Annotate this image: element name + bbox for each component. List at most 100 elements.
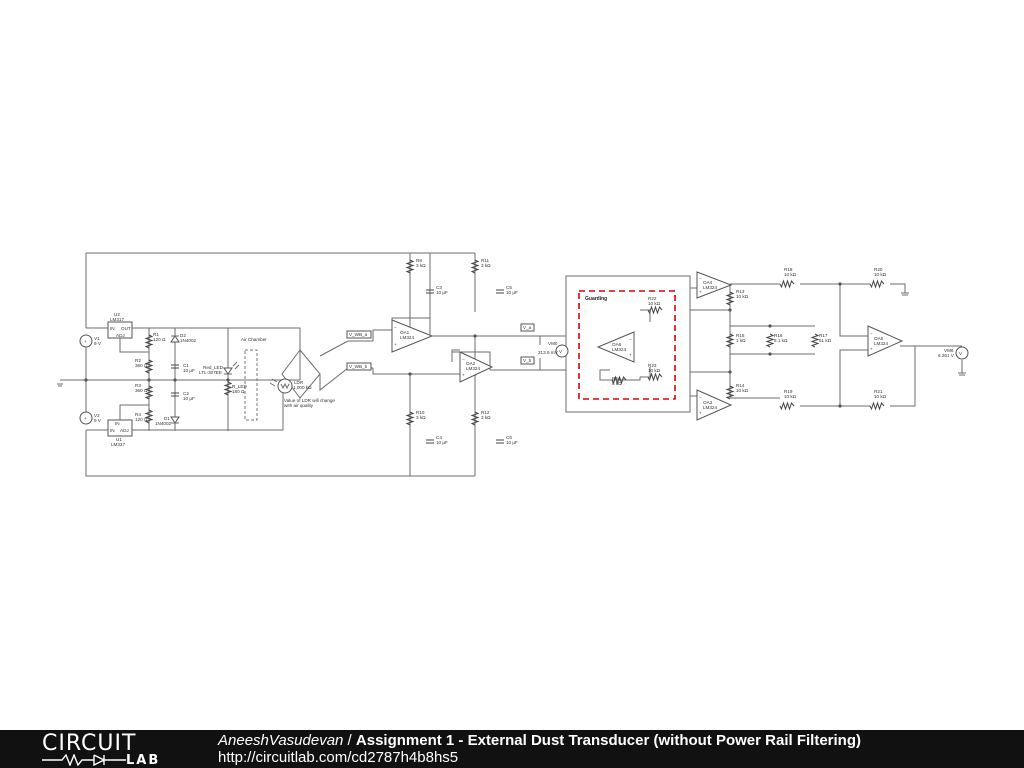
component-value: LM324 — [874, 341, 888, 346]
svg-text:Value of LDR will change: Value of LDR will change — [284, 398, 335, 403]
component-value: 10 kΩ — [648, 301, 661, 306]
component-value: 120 Ω — [135, 417, 148, 422]
component-label: R13 — [736, 289, 745, 294]
ldr[interactable]: LDR 1,000 kΩ Value of LDR will change wi… — [269, 378, 335, 408]
voltage-source-V2[interactable]: + V2 9 V — [79, 411, 102, 425]
diode-D1[interactable]: D1 1N4002 — [155, 416, 180, 426]
component-label: R23 — [648, 363, 657, 368]
svg-text:ADJ: ADJ — [116, 333, 125, 338]
svg-text:IN: IN — [110, 326, 115, 331]
svg-text:V_WB_b: V_WB_b — [349, 364, 368, 369]
component-value: 10 μF — [436, 440, 448, 445]
svg-text:LTL-307EE: LTL-307EE — [199, 370, 222, 375]
title-separator: / — [343, 732, 356, 749]
svg-text:1,000 kΩ: 1,000 kΩ — [293, 385, 312, 390]
voltmeter-VM6[interactable]: V VM6 6.261 V — [938, 346, 969, 360]
circuit-squiggle-icon — [42, 754, 126, 766]
component-value: 10 μF — [183, 368, 195, 373]
component-label: R24 — [612, 376, 621, 381]
resistor-R8[interactable]: R83 kΩ — [405, 258, 426, 274]
component-value: 10 kΩ — [784, 394, 797, 399]
logo-lab-text: LAB — [126, 753, 161, 768]
svg-text:+: + — [870, 347, 873, 352]
svg-text:−: − — [462, 357, 465, 362]
component-label: OA2 — [466, 361, 476, 366]
component-label: OA4 — [703, 280, 713, 285]
air-chamber: Air Chamber — [241, 337, 267, 421]
component-label: R18 — [784, 267, 793, 272]
project-title: Assignment 1 - External Dust Transducer … — [355, 732, 861, 749]
svg-text:6.261 V: 6.261 V — [938, 353, 955, 358]
regulator-U2[interactable]: U2 LM317 IN OUT ADJ — [107, 312, 133, 339]
project-url[interactable]: http://circuitlab.com/cd2787h4b8hs5 — [218, 749, 459, 766]
svg-text:V: V — [559, 349, 563, 354]
svg-text:VM0: VM0 — [548, 341, 558, 346]
voltage-source-V1[interactable]: + V1 9 V — [79, 334, 102, 348]
net-label-v-b: V_b — [520, 356, 535, 365]
component-value: LM324 — [703, 285, 717, 290]
component-label: C5 — [506, 285, 512, 290]
component-value: LM324 — [703, 405, 717, 410]
svg-text:U2: U2 — [114, 312, 120, 317]
component-value: 3 kΩ — [416, 263, 426, 268]
component-value: 3 kΩ — [481, 263, 491, 268]
led-red[interactable]: Red_LED LTL-307EE — [199, 361, 240, 375]
voltmeter-VM0[interactable]: V VM0 213.6 mV — [538, 341, 569, 358]
svg-text:VM6: VM6 — [944, 348, 954, 353]
svg-text:−: − — [699, 276, 702, 281]
component-label: R3 — [135, 383, 141, 388]
component-value: 10 μF — [506, 440, 518, 445]
circuitlab-logo[interactable]: CIRCUIT LAB — [42, 732, 182, 768]
component-value: 10 kΩ — [784, 272, 797, 277]
component-value: 10 kΩ — [736, 388, 749, 393]
component-label: C3 — [436, 285, 442, 290]
regulator-U1[interactable]: IN IN ADJ U1 LM337 — [107, 419, 133, 447]
svg-text:9 V: 9 V — [94, 341, 102, 346]
svg-text:U1: U1 — [116, 437, 122, 442]
svg-text:+: + — [462, 373, 465, 378]
author-name[interactable]: AneeshVasudevan — [218, 732, 344, 749]
component-label: R19 — [784, 389, 793, 394]
component-value: 10 μF — [436, 290, 448, 295]
svg-text:Air Chamber: Air Chamber — [241, 337, 267, 342]
svg-text:+: + — [629, 353, 632, 358]
component-label: OA6 — [612, 342, 622, 347]
junctions — [84, 282, 842, 408]
svg-text:V_b: V_b — [523, 358, 532, 363]
schematic-canvas[interactable]: + V1 9 V + V2 9 V U2 LM317 IN OUT ADJ IN… — [0, 0, 1024, 730]
diode-D2[interactable]: D2 1N4002 — [170, 333, 197, 343]
svg-text:V1: V1 — [94, 336, 100, 341]
